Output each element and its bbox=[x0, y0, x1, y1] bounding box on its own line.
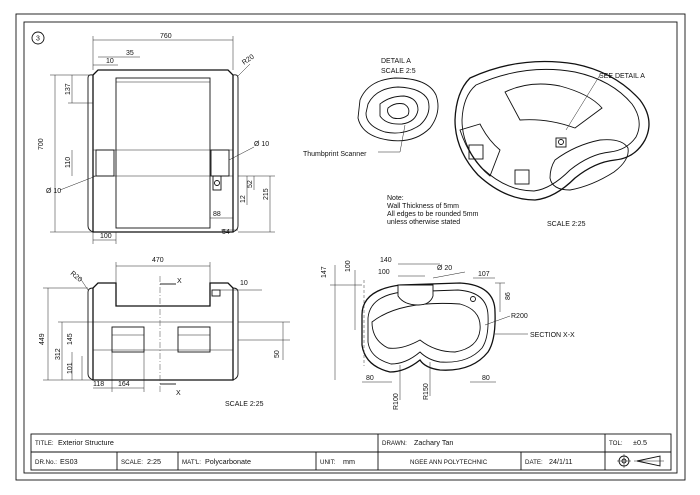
front-view: 760 35 10 137 700 110 Ø 10 Ø 10 R20 52 1… bbox=[38, 33, 275, 244]
section-xx-view: 147 100 140 100 Ø 20 107 86 R200 80 80 R… bbox=[321, 257, 575, 410]
note-line-1: Wall Thickness of 5mm bbox=[387, 203, 459, 210]
unit-label: UNIT: bbox=[320, 459, 336, 466]
isometric-view: SEE DETAIL A SCALE 2:25 bbox=[454, 60, 650, 228]
drno-value: ES03 bbox=[60, 457, 78, 466]
date-label: DATE: bbox=[525, 459, 543, 466]
thumbprint-scanner-label: Thumbprint Scanner bbox=[303, 151, 367, 158]
dim-35: 35 bbox=[126, 50, 134, 57]
section-front-view: X X 470 10 R20 449 312 145 101 118 164 5… bbox=[39, 257, 290, 408]
dim-760: 760 bbox=[160, 33, 172, 40]
dim-52: 52 bbox=[247, 180, 254, 188]
dim-312: 312 bbox=[55, 348, 62, 360]
matl-value: Polycarbonate bbox=[205, 457, 251, 466]
dim-50: 50 bbox=[274, 350, 281, 358]
dim-10: 10 bbox=[106, 58, 114, 65]
dim-100-top: 100 bbox=[378, 269, 390, 276]
note-line-3: unless otherwise stated bbox=[387, 219, 460, 226]
scale-label: SCALE: bbox=[121, 459, 143, 466]
date-value: 24/1/11 bbox=[549, 457, 572, 466]
dim-470: 470 bbox=[152, 257, 164, 264]
iso-scale: SCALE 2:25 bbox=[547, 221, 586, 228]
drno-label: DR.No.: bbox=[35, 459, 57, 466]
dim-215: 215 bbox=[263, 188, 270, 200]
dim-80-right: 80 bbox=[482, 375, 490, 382]
dim-88: 88 bbox=[213, 211, 221, 218]
detail-title: DETAIL A bbox=[381, 58, 411, 65]
projection-symbol-icon bbox=[617, 454, 664, 468]
dim-140: 140 bbox=[380, 257, 392, 264]
section-front-scale: SCALE 2:25 bbox=[225, 401, 264, 408]
dim-101: 101 bbox=[67, 362, 74, 374]
dim-dia-10-right: Ø 10 bbox=[254, 141, 269, 148]
tol-value: ±0.5 bbox=[633, 438, 647, 447]
note-line-2: All edges to be rounded 5mm bbox=[387, 211, 479, 218]
drawn-value: Zachary Tan bbox=[414, 438, 453, 447]
dim-r100: R100 bbox=[393, 393, 400, 410]
dim-107: 107 bbox=[478, 271, 490, 278]
dim-145: 145 bbox=[67, 333, 74, 345]
dim-449: 449 bbox=[39, 333, 46, 345]
dim-100-left: 100 bbox=[345, 260, 352, 272]
dim-r20: R20 bbox=[241, 53, 256, 66]
dim-dia-20: Ø 20 bbox=[437, 265, 452, 272]
dim-54: 54 bbox=[222, 229, 230, 236]
detail-scale: SCALE 2:5 bbox=[381, 68, 416, 75]
dim-r150: R150 bbox=[423, 383, 430, 400]
title-value: Exterior Structure bbox=[58, 438, 114, 447]
dim-86: 86 bbox=[505, 292, 512, 300]
title-block: TITLE: Exterior Structure DRAWN: Zachary… bbox=[30, 433, 672, 471]
dim-118: 118 bbox=[93, 381, 104, 388]
matl-label: MAT'L: bbox=[182, 459, 201, 466]
dim-12: 12 bbox=[240, 195, 247, 203]
dim-110: 110 bbox=[65, 157, 72, 168]
note-heading: Note: bbox=[387, 195, 404, 202]
institution: NGEE ANN POLYTECHNIC bbox=[410, 459, 488, 466]
dim-137: 137 bbox=[65, 83, 72, 95]
dim-r200: R200 bbox=[511, 313, 528, 320]
dim-80-left: 80 bbox=[366, 375, 374, 382]
see-detail-label: SEE DETAIL A bbox=[599, 73, 645, 80]
dim-164: 164 bbox=[118, 381, 130, 388]
dim-147: 147 bbox=[321, 266, 328, 278]
title-label: TITLE: bbox=[35, 440, 54, 447]
detail-a: DETAIL A SCALE 2:5 Thumbprint Scanner bbox=[303, 58, 439, 158]
unit-value: mm bbox=[343, 457, 355, 466]
dim-100: 100 bbox=[100, 233, 112, 240]
dim-r20-section: R20 bbox=[69, 270, 83, 284]
section-xx-title: SECTION X-X bbox=[530, 332, 575, 339]
dim-10-section: 10 bbox=[240, 280, 248, 287]
sheet-number: 3 bbox=[31, 31, 45, 45]
note-block: Note: Wall Thickness of 5mm All edges to… bbox=[387, 195, 479, 226]
drawn-label: DRAWN: bbox=[382, 440, 407, 447]
outer-border bbox=[15, 13, 686, 481]
inner-border bbox=[23, 21, 678, 474]
cut-label-x-bottom: X bbox=[176, 390, 181, 397]
dim-dia-10-left: Ø 10 bbox=[46, 188, 61, 195]
dim-700: 700 bbox=[38, 138, 45, 150]
cut-label-x-top: X bbox=[177, 278, 182, 285]
tol-label: TOL: bbox=[609, 440, 623, 447]
sheet-number-text: 3 bbox=[36, 36, 40, 43]
scale-value: 2:25 bbox=[147, 457, 161, 466]
